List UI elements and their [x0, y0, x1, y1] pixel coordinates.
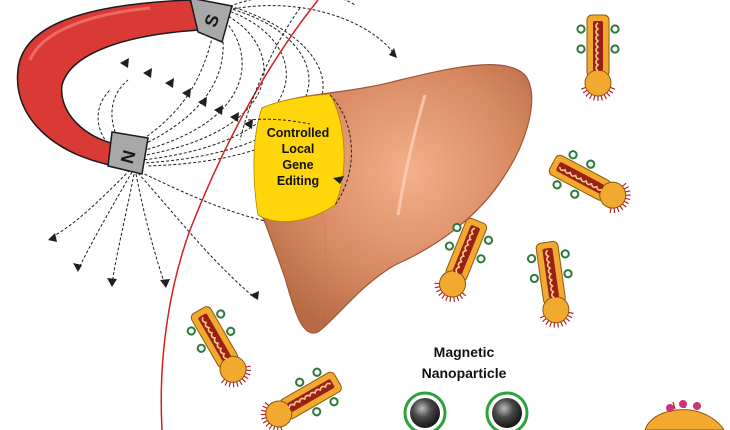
viral-vector-icon	[186, 306, 251, 388]
viral-vector-icon	[576, 14, 620, 101]
viral-vectors	[186, 14, 631, 430]
editing-label-line4: Editing	[277, 174, 319, 188]
editing-label-line2: Local	[282, 142, 315, 156]
field-arrow-organ	[333, 176, 344, 184]
legend-label-line1: Magnetic	[434, 344, 495, 360]
field-boundary	[160, 0, 319, 430]
editing-region: Controlled Local Gene Editing	[253, 93, 345, 222]
viral-vector-icon	[548, 150, 631, 214]
viral-vector-icon	[526, 241, 574, 328]
field-boundary-inner	[239, 7, 301, 141]
editing-label-line3: Gene	[282, 158, 313, 172]
editing-label-line1: Controlled	[267, 126, 330, 140]
north-pole-label: N	[117, 148, 140, 166]
nanoparticle-legend: Magnetic Nanoparticle	[403, 344, 529, 430]
south-pole: S	[189, 0, 233, 44]
viral-vector-icon	[434, 217, 494, 302]
field-lines	[49, 0, 396, 299]
magnetic-nanoparticle-icon	[485, 391, 529, 430]
viral-vector-icon	[260, 367, 342, 430]
viral-vector-partial	[644, 400, 725, 430]
magnetic-nanoparticle-icon	[403, 391, 447, 430]
legend-label-line2: Nanoparticle	[422, 365, 507, 381]
north-pole: N	[107, 131, 149, 175]
field-lines-over-organ	[247, 94, 352, 206]
